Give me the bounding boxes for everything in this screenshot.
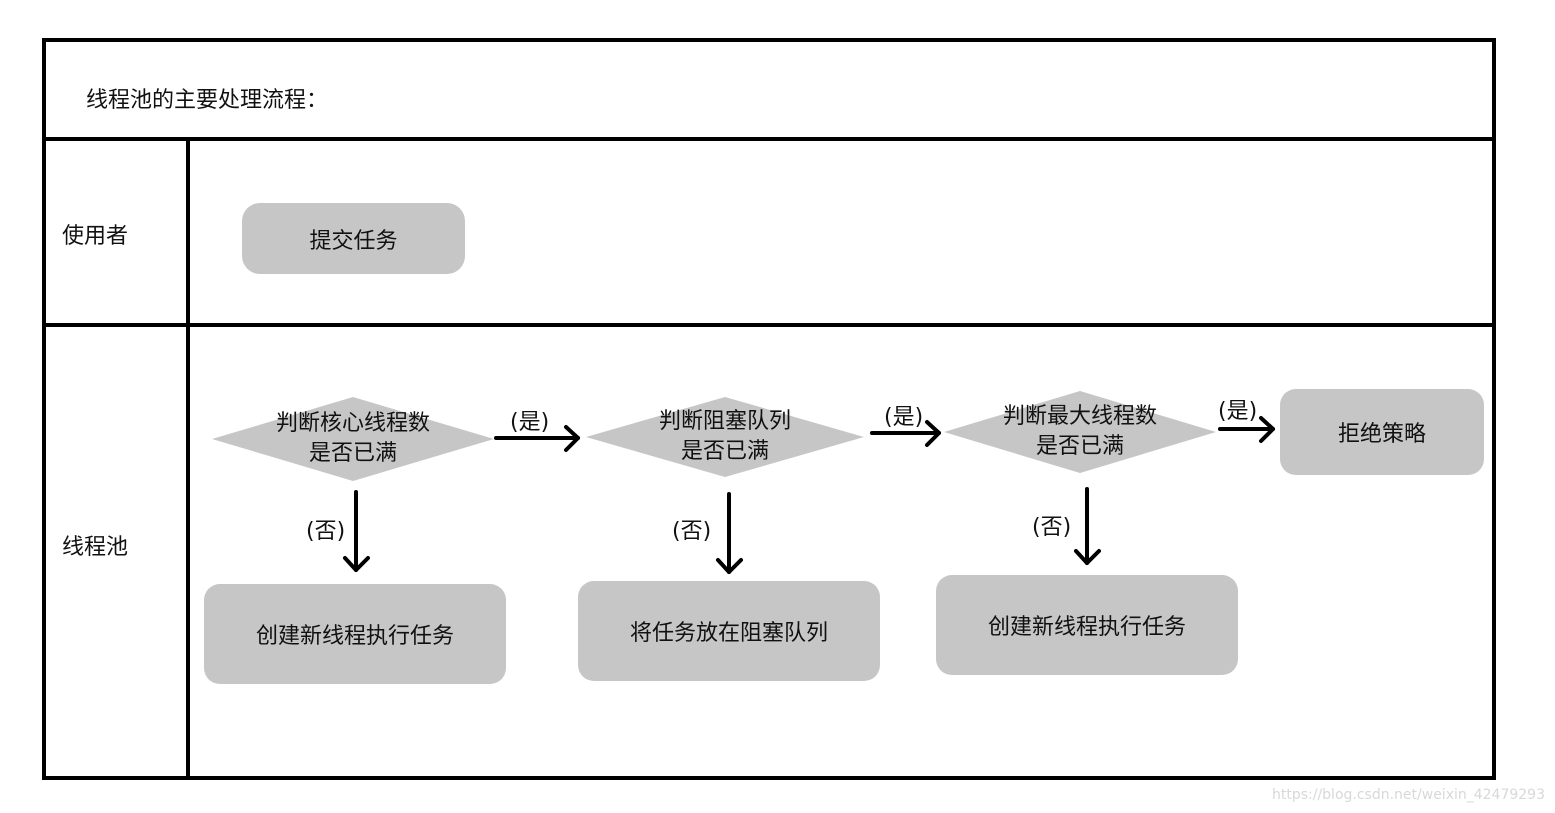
lane-label-pool: 线程池: [62, 535, 129, 560]
arrow-max-to-create-head: [1074, 549, 1101, 565]
title-divider: [42, 137, 1496, 141]
arrow-core-to-create-head: [343, 556, 370, 572]
edge-label-no: (否): [1032, 515, 1072, 540]
lane-label-user: 使用者: [62, 224, 129, 249]
diamond-shape: [586, 397, 864, 477]
swimlane-frame: [42, 38, 1496, 780]
lane-header-divider: [186, 137, 190, 780]
create-core-thread-node: 创建新线程执行任务: [204, 584, 506, 684]
create-max-thread-node: 创建新线程执行任务: [936, 575, 1238, 675]
lane-divider: [42, 323, 1496, 327]
edge-label-yes: (是): [884, 405, 924, 430]
watermark-text: https://blog.csdn.net/weixin_42479293: [1271, 787, 1545, 803]
arrow-core-to-queue-head: [564, 425, 580, 452]
arrow-queue-to-max-head: [925, 420, 941, 447]
edge-label-no: (否): [306, 519, 346, 544]
edge-label-no: (否): [672, 519, 712, 544]
submit-task-node: 提交任务: [242, 203, 465, 274]
reject-policy-node: 拒绝策略: [1280, 389, 1484, 475]
arrow-queue-to-enqueue-head: [716, 558, 743, 574]
edge-label-yes: (是): [1218, 399, 1258, 424]
edge-label-yes: (是): [510, 410, 550, 435]
arrow-max-to-reject-head: [1259, 416, 1275, 443]
enqueue-task-node: 将任务放在阻塞队列: [578, 581, 880, 681]
diamond-shape: [944, 391, 1216, 473]
diamond-shape: [212, 397, 494, 481]
diagram-title: 线程池的主要处理流程：: [86, 88, 329, 113]
